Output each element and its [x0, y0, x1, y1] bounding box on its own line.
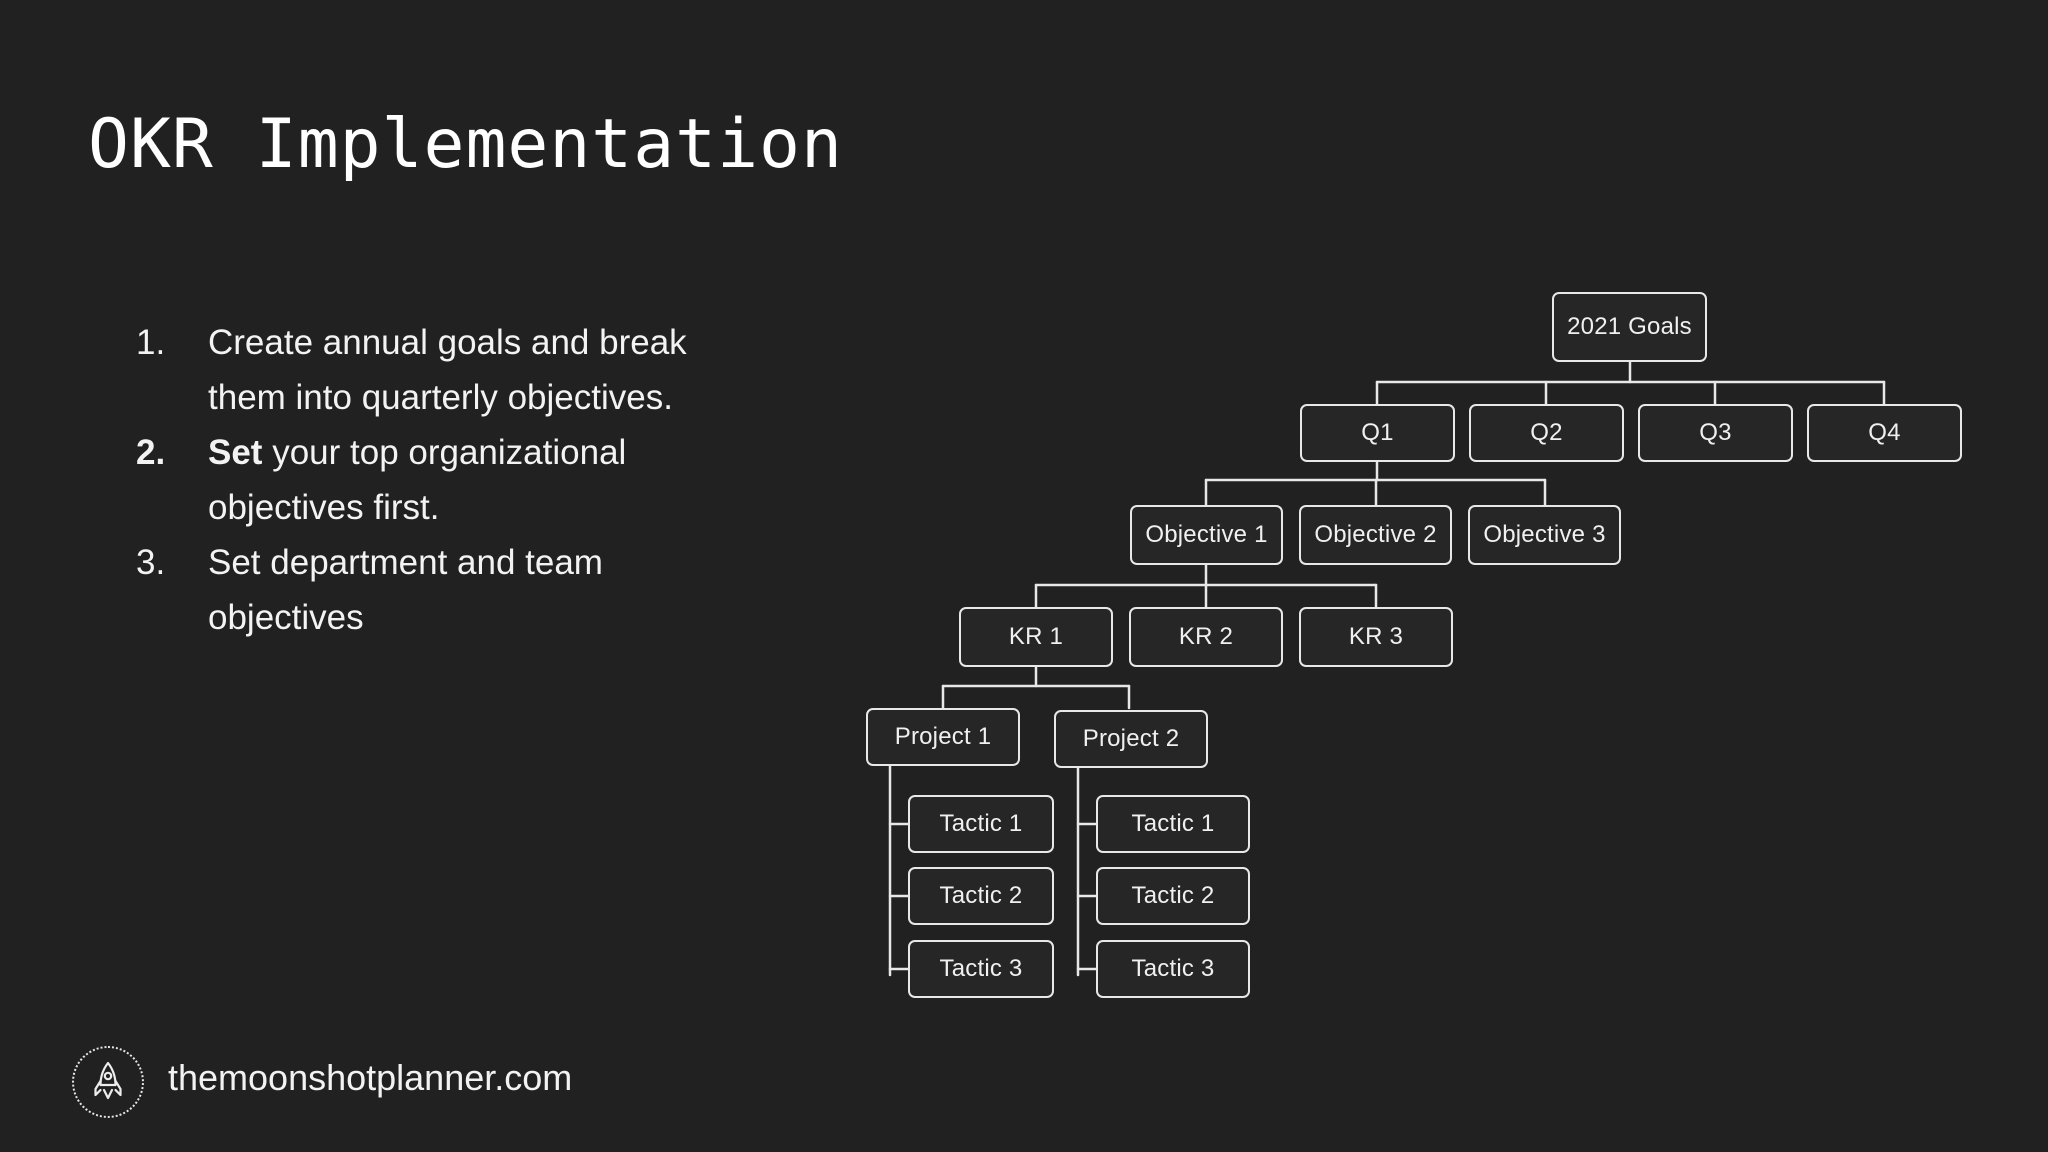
node-project-1-tactic-3[interactable]: Tactic 3 [908, 940, 1054, 998]
node-goals[interactable]: 2021 Goals [1552, 292, 1707, 362]
node-q2[interactable]: Q2 [1469, 404, 1624, 462]
footer-url[interactable]: themoonshotplanner.com [168, 1057, 573, 1098]
list-item: 2. Set your top organizational objective… [136, 425, 756, 535]
list-item-text: Set department and team objectives [208, 543, 603, 637]
list-item-number: 1. [136, 323, 166, 362]
node-q3[interactable]: Q3 [1638, 404, 1793, 462]
list-item: 1. Create annual goals and break them in… [136, 315, 756, 425]
node-project-2-tactic-1[interactable]: Tactic 1 [1096, 795, 1250, 853]
node-project-2-tactic-2[interactable]: Tactic 2 [1096, 867, 1250, 925]
node-q4[interactable]: Q4 [1807, 404, 1962, 462]
node-project-1-tactic-1[interactable]: Tactic 1 [908, 795, 1054, 853]
node-q1[interactable]: Q1 [1300, 404, 1455, 462]
node-project-1-tactic-2[interactable]: Tactic 2 [908, 867, 1054, 925]
node-objective-3[interactable]: Objective 3 [1468, 505, 1621, 565]
list-item: 3. Set department and team objectives [136, 535, 756, 645]
list-item-number: 3. [136, 543, 166, 582]
list-item-rest: your top organizational objectives first… [208, 433, 627, 527]
page-title: OKR Implementation [88, 105, 843, 184]
steps-list: 1. Create annual goals and break them in… [136, 315, 756, 645]
node-objective-2[interactable]: Objective 2 [1299, 505, 1452, 565]
list-item-text: Set your top organizational objectives f… [208, 425, 756, 535]
rocket-glyph [94, 1061, 122, 1100]
footer: themoonshotplanner.com [72, 1046, 578, 1118]
rocket-icon [72, 1046, 144, 1118]
list-item-lead: Set [208, 433, 263, 472]
node-project-2[interactable]: Project 2 [1054, 710, 1208, 768]
node-kr-3[interactable]: KR 3 [1299, 607, 1453, 667]
node-kr-1[interactable]: KR 1 [959, 607, 1113, 667]
node-project-2-tactic-3[interactable]: Tactic 3 [1096, 940, 1250, 998]
list-item-number: 2. [136, 433, 166, 472]
node-objective-1[interactable]: Objective 1 [1130, 505, 1283, 565]
node-project-1[interactable]: Project 1 [866, 708, 1020, 766]
list-item-text: Create annual goals and break them into … [208, 323, 687, 417]
node-kr-2[interactable]: KR 2 [1129, 607, 1283, 667]
